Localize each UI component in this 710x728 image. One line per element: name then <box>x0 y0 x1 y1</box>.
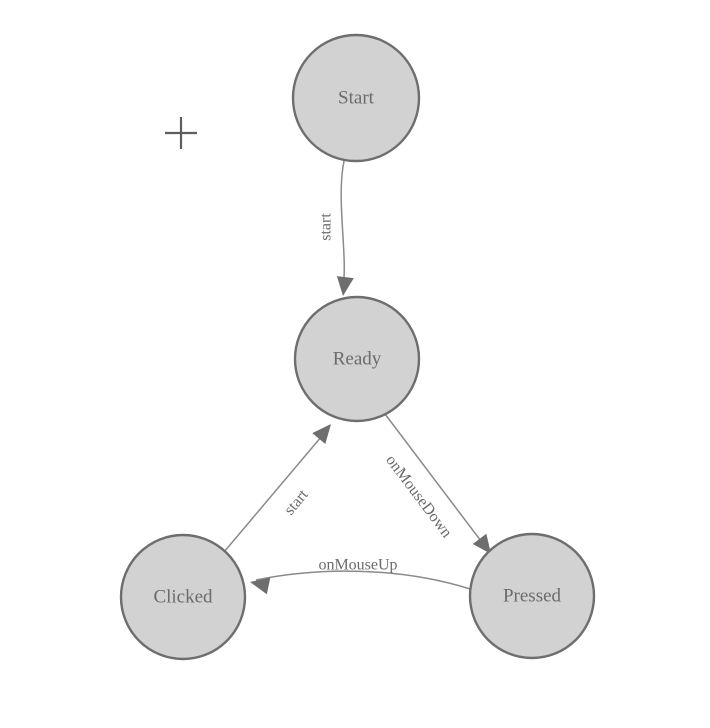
edge-pressed-to-clicked[interactable]: onMouseUp <box>248 557 471 595</box>
node-label: Start <box>338 87 375 108</box>
edge-line <box>384 413 488 550</box>
edge-line <box>223 429 328 553</box>
node-label: Ready <box>333 348 382 369</box>
crosshair-marker <box>165 117 197 149</box>
edge-line <box>255 570 471 590</box>
arrow-head-icon <box>472 533 491 554</box>
edge-start-to-ready[interactable]: start <box>318 160 354 297</box>
arrow-head-icon <box>312 424 331 445</box>
node-ready[interactable]: Ready <box>293 295 421 423</box>
node-label: Clicked <box>153 586 213 607</box>
edge-clicked-to-ready[interactable]: start <box>223 419 338 553</box>
node-label: Pressed <box>503 585 562 606</box>
node-start[interactable]: Start <box>291 33 421 163</box>
edge-label: start <box>318 213 335 241</box>
node-clicked[interactable]: Clicked <box>119 533 247 661</box>
node-circle[interactable] <box>293 295 421 423</box>
node-circle[interactable] <box>119 533 247 661</box>
edge-label: onMouseDown <box>382 452 455 541</box>
node-circle[interactable] <box>291 33 421 163</box>
edge-ready-to-pressed[interactable]: onMouseDown <box>382 413 498 559</box>
arrow-head-icon <box>250 577 271 595</box>
edge-label: start <box>281 486 312 518</box>
edge-line <box>340 160 346 289</box>
edge-label: onMouseUp <box>318 557 397 574</box>
node-circle[interactable] <box>468 532 596 660</box>
node-pressed[interactable]: Pressed <box>468 532 596 660</box>
arrow-head-icon <box>336 276 354 296</box>
